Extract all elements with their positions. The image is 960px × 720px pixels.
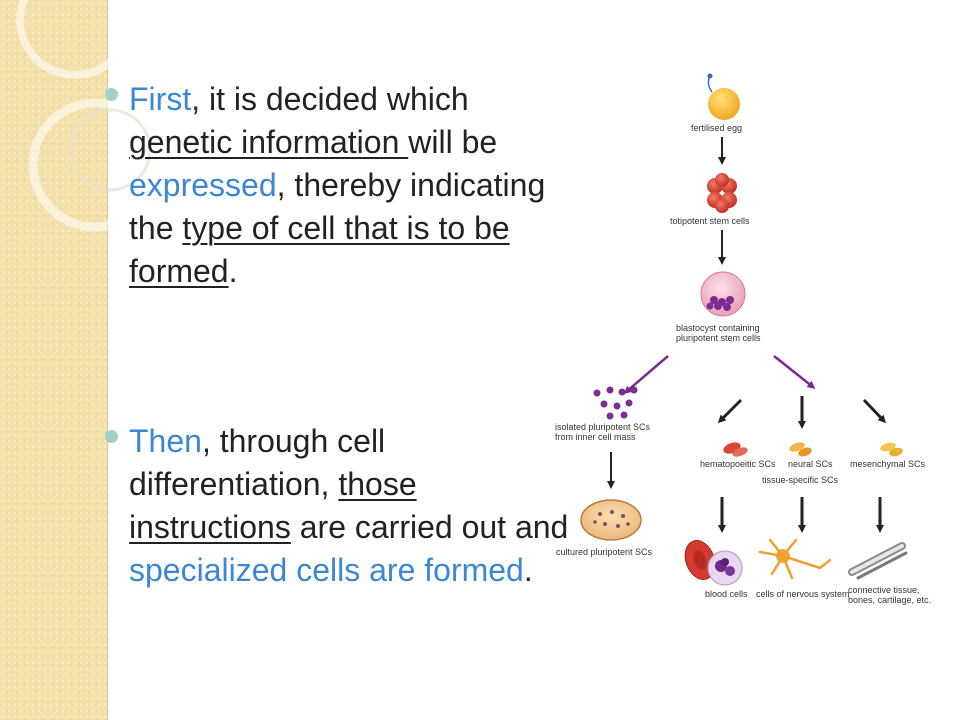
text-segment: will be	[408, 124, 498, 160]
text-segment: , through cell differentiation,	[129, 423, 386, 502]
text-segment: .	[228, 253, 238, 289]
text-segment: those instructions	[129, 466, 417, 545]
arrow-down	[862, 398, 887, 424]
totipotent-cells-icon	[707, 173, 737, 213]
arrow-purple	[623, 355, 669, 394]
bone-icon	[848, 542, 908, 580]
blastocyst-icon	[700, 271, 746, 317]
text-segment: genetic information	[129, 124, 409, 160]
hematopoietic-cells-icon	[723, 442, 748, 457]
petri-dish-icon	[580, 499, 642, 541]
stem-cell-diagram: fertilised egg totipotent stem cells bla…	[555, 73, 931, 605]
pluripotent-cells-icon	[593, 386, 638, 420]
text-segment: .	[523, 552, 533, 588]
label-totipotent: totipotent stem cells	[670, 216, 750, 226]
label-hematopoietic: hematopoeitic SCs	[700, 459, 776, 469]
label-neural: neural SCs	[788, 459, 833, 469]
label-isolated: from inner cell mass	[555, 432, 636, 442]
label-blood-cells: blood cells	[705, 589, 748, 599]
text-segment: , thereby indicating the	[129, 167, 546, 246]
blood-cells-icon	[684, 540, 743, 586]
label-fertilised-egg: fertilised egg	[691, 123, 742, 133]
label-mesenchymal: mesenchymal SCs	[850, 459, 926, 469]
arrow-down	[717, 398, 743, 424]
label-isolated: isolated pluripotent SCs	[555, 422, 651, 432]
bullet-text-2: Then, through cell differentiation, thos…	[129, 420, 569, 592]
decorative-sidebar	[0, 0, 108, 720]
text-segment: type of cell that is to be formed	[129, 210, 510, 289]
label-nervous: cells of nervous system	[756, 589, 850, 599]
label-cultured: cultured pluripotent SCs	[556, 547, 653, 557]
fertilised-egg-icon	[707, 73, 740, 120]
mesenchymal-cells-icon	[880, 442, 903, 457]
label-tissue-specific: tissue-specific SCs	[762, 475, 839, 485]
arrow-purple	[773, 355, 816, 389]
bullet-text-1: First, it is decided which genetic infor…	[129, 78, 569, 293]
text-segment: are carried out and	[290, 509, 569, 545]
text-segment: specialized cells are formed	[129, 552, 524, 588]
text-segment: , it is decided which	[191, 81, 469, 117]
neural-cells-icon	[789, 442, 812, 457]
bullet-dot	[105, 430, 118, 443]
neuron-icon	[758, 538, 832, 580]
label-blastocyst: pluripotent stem cells	[676, 333, 761, 343]
text-segment: Then	[129, 423, 202, 459]
text-segment: expressed	[129, 167, 277, 203]
label-connective: bones, cartilage, etc.	[848, 595, 931, 605]
label-connective: connective tissue,	[848, 585, 920, 595]
bullet-dot	[105, 88, 118, 101]
text-segment: First	[129, 81, 192, 117]
label-blastocyst: blastocyst containing	[676, 323, 760, 333]
